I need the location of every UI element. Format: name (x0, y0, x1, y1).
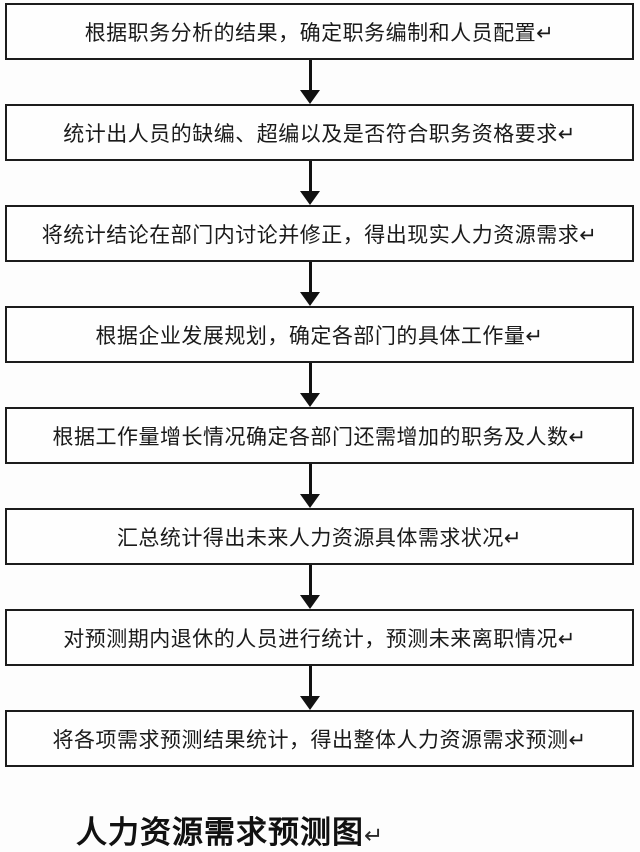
diagram-caption: 人力资源需求预测图↵ (76, 807, 640, 852)
arrow-stem (309, 161, 312, 191)
flow-arrow-5 (0, 464, 640, 508)
arrow-down-icon (300, 191, 320, 205)
diagram-title: 人力资源需求预测图 (76, 815, 364, 851)
flow-step-5: 根据工作量增长情况确定各部门还需增加的职务及人数↵ (5, 407, 634, 464)
flow-step-7: 对预测期内退休的人员进行统计，预测未来离职情况↵ (5, 609, 634, 666)
arrow-stem (309, 363, 312, 393)
arrow-stem (309, 60, 312, 90)
paragraph-return-mark: ↵ (364, 823, 384, 849)
flow-arrow-7 (0, 666, 640, 710)
flow-arrow-3 (0, 262, 640, 306)
flow-step-4-text: 根据企业发展规划，确定各部门的具体工作量↵ (95, 323, 544, 348)
flow-step-6-text: 汇总统计得出未来人力资源具体需求状况↵ (116, 525, 523, 550)
flow-arrow-4 (0, 363, 640, 407)
arrow-down-icon (300, 494, 320, 508)
flow-step-3-text: 将统计结论在部门内讨论并修正，得出现实人力资源需求↵ (41, 222, 598, 247)
flow-step-4: 根据企业发展规划，确定各部门的具体工作量↵ (5, 306, 634, 363)
flow-step-8-text: 将各项需求预测结果统计，得出整体人力资源需求预测↵ (52, 727, 587, 752)
flow-step-3: 将统计结论在部门内讨论并修正，得出现实人力资源需求↵ (5, 205, 634, 262)
flow-step-7-text: 对预测期内退休的人员进行统计，预测未来离职情况↵ (63, 626, 576, 651)
arrow-stem (309, 464, 312, 494)
flow-step-8: 将各项需求预测结果统计，得出整体人力资源需求预测↵ (5, 710, 634, 767)
arrow-down-icon (300, 90, 320, 104)
arrow-down-icon (300, 393, 320, 407)
arrow-down-icon (300, 595, 320, 609)
flow-step-6: 汇总统计得出未来人力资源具体需求状况↵ (5, 508, 634, 565)
flow-step-1-text: 根据职务分析的结果，确定职务编制和人员配置↵ (84, 20, 555, 45)
arrow-down-icon (300, 292, 320, 306)
flow-step-2-text: 统计出人员的缺编、超编以及是否符合职务资格要求↵ (63, 121, 576, 146)
flow-step-2: 统计出人员的缺编、超编以及是否符合职务资格要求↵ (5, 104, 634, 161)
flow-step-1: 根据职务分析的结果，确定职务编制和人员配置↵ (5, 3, 634, 60)
flow-arrow-1 (0, 60, 640, 104)
flow-arrow-6 (0, 565, 640, 609)
flowchart: 根据职务分析的结果，确定职务编制和人员配置↵ 统计出人员的缺编、超编以及是否符合… (0, 3, 640, 767)
flow-arrow-2 (0, 161, 640, 205)
arrow-stem (309, 262, 312, 292)
arrow-stem (309, 666, 312, 696)
arrow-stem (309, 565, 312, 595)
flow-step-5-text: 根据工作量增长情况确定各部门还需增加的职务及人数↵ (52, 424, 587, 449)
arrow-down-icon (300, 696, 320, 710)
